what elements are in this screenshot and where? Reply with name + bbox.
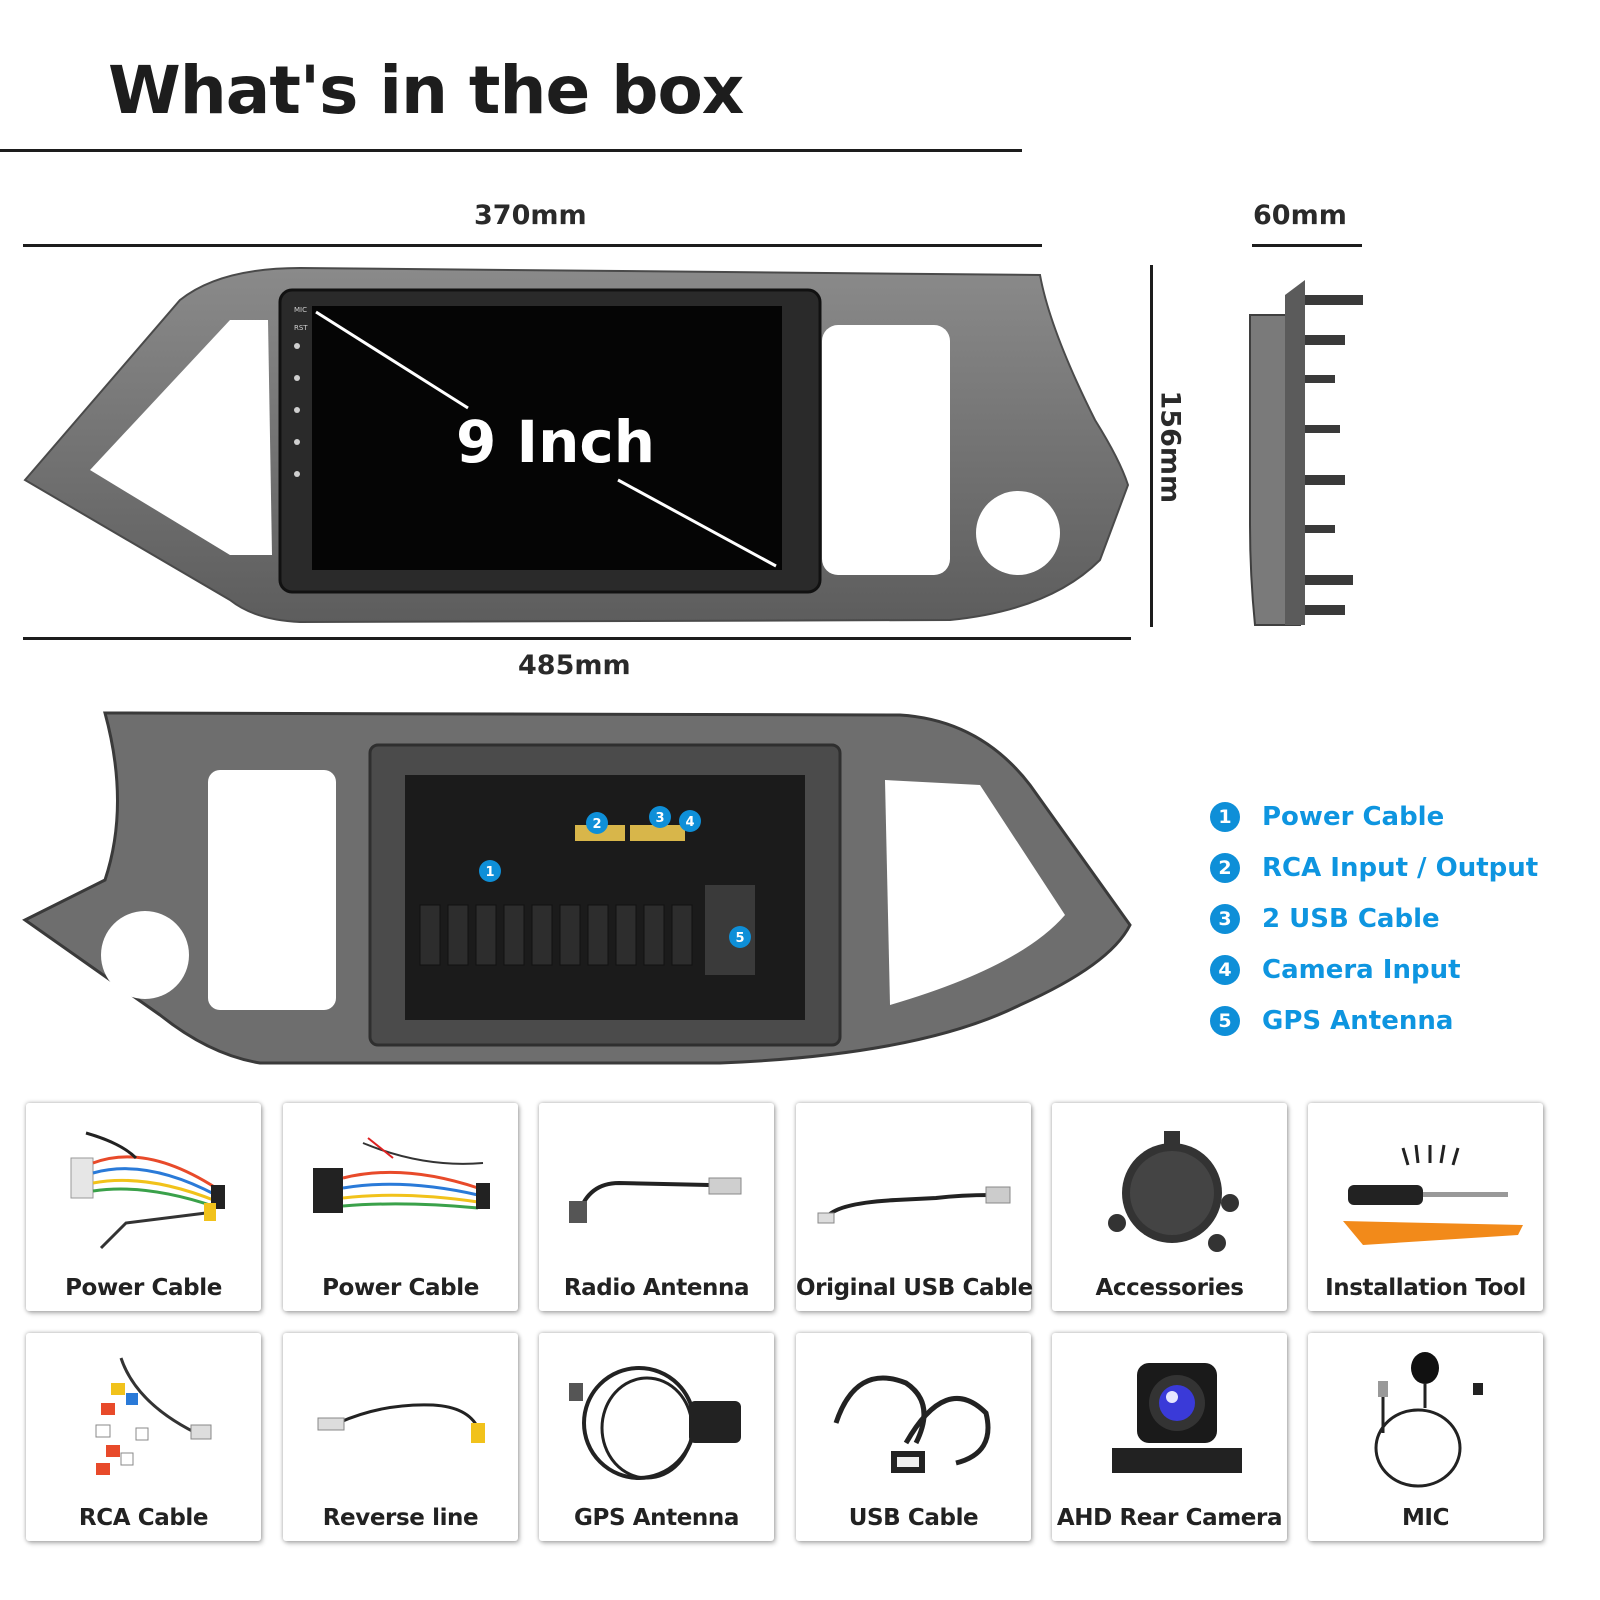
legend-item: 4 Camera Input: [1210, 955, 1461, 985]
width-bottom-line: [23, 637, 1131, 640]
accessory-label: Accessories: [1095, 1275, 1244, 1301]
accessory-label: MIC: [1401, 1505, 1450, 1531]
legend-item: 5 GPS Antenna: [1210, 1006, 1453, 1036]
svg-text:3: 3: [655, 811, 664, 826]
power-cable-harness-icon: [70, 1131, 225, 1250]
accessory-card: Reverse line: [283, 1333, 518, 1541]
power-cable-harness-icon: [313, 1137, 490, 1213]
height-line: [1150, 265, 1153, 627]
svg-text:1: 1: [485, 865, 494, 880]
accessory-card: Power Cable: [283, 1103, 518, 1311]
legend-number: 3: [1210, 904, 1240, 934]
reverse-line-icon: [317, 1403, 485, 1443]
rear-camera-icon: [1112, 1363, 1242, 1473]
accessory-label: Power Cable: [65, 1275, 222, 1301]
depth-line: [1252, 244, 1362, 247]
svg-text:MIC: MIC: [294, 306, 307, 314]
accessory-label: Original USB Cable: [796, 1275, 1033, 1301]
usb-cable-icon: [817, 1186, 1011, 1224]
page-title: What's in the box: [108, 52, 744, 129]
legend-item: 2 RCA Input / Output: [1210, 853, 1538, 883]
gps-antenna-icon: [569, 1366, 741, 1480]
front-panel-image: MIC RST: [23, 266, 1130, 624]
usb-cable-icon: [833, 1375, 991, 1473]
width-top-line: [23, 244, 1042, 247]
svg-text:2: 2: [592, 817, 601, 832]
accessory-card: Power Cable: [26, 1103, 261, 1311]
accessory-label: Reverse line: [322, 1505, 479, 1531]
accessory-label: RCA Cable: [78, 1505, 209, 1531]
radio-antenna-cable-icon: [569, 1177, 742, 1223]
legend-number: 4: [1210, 955, 1240, 985]
legend-item: 1 Power Cable: [1210, 802, 1444, 832]
legend-label: 2 USB Cable: [1262, 904, 1440, 934]
accessory-label: Installation Tool: [1325, 1275, 1526, 1301]
mounting-bracket-icon: [1108, 1131, 1239, 1252]
screwdriver-icon: [1343, 1144, 1523, 1245]
accessory-card: USB Cable: [796, 1333, 1031, 1541]
accessory-card: Accessories: [1052, 1103, 1287, 1311]
svg-text:RST: RST: [294, 324, 308, 332]
legend-label: Power Cable: [1262, 802, 1445, 832]
width-bottom-dimension: 485mm: [518, 650, 631, 681]
rca-cable-icon: [95, 1357, 212, 1475]
microphone-icon: [1374, 1352, 1483, 1488]
title-divider: [0, 149, 1022, 152]
accessory-label: AHD Rear Camera: [1056, 1505, 1283, 1531]
screen-size-label: 9 Inch: [456, 408, 656, 476]
legend-number: 2: [1210, 853, 1240, 883]
accessory-card: Original USB Cable: [796, 1103, 1033, 1311]
legend-item: 3 2 USB Cable: [1210, 904, 1440, 934]
accessory-label: Power Cable: [322, 1275, 479, 1301]
accessory-card: Installation Tool: [1308, 1103, 1543, 1311]
accessory-card: Radio Antenna: [539, 1103, 774, 1311]
legend-label: Camera Input: [1262, 955, 1461, 985]
legend-label: GPS Antenna: [1262, 1006, 1454, 1036]
accessory-label: Radio Antenna: [563, 1275, 750, 1301]
accessory-card: MIC: [1308, 1333, 1543, 1541]
legend-number: 5: [1210, 1006, 1240, 1036]
accessory-label: GPS Antenna: [574, 1505, 739, 1531]
back-panel-image: 1 2 3 4 5: [22, 711, 1132, 1065]
accessory-card: GPS Antenna: [539, 1333, 774, 1541]
width-top-dimension: 370mm: [474, 200, 587, 231]
svg-text:4: 4: [685, 815, 694, 830]
accessory-card: AHD Rear Camera: [1052, 1333, 1287, 1541]
accessory-card: RCA Cable: [26, 1333, 261, 1541]
svg-text:5: 5: [735, 931, 744, 946]
depth-dimension: 60mm: [1253, 200, 1347, 231]
legend-label: RCA Input / Output: [1262, 853, 1539, 883]
accessory-label: USB Cable: [848, 1505, 979, 1531]
side-view-image: [1249, 280, 1363, 626]
legend-number: 1: [1210, 802, 1240, 832]
